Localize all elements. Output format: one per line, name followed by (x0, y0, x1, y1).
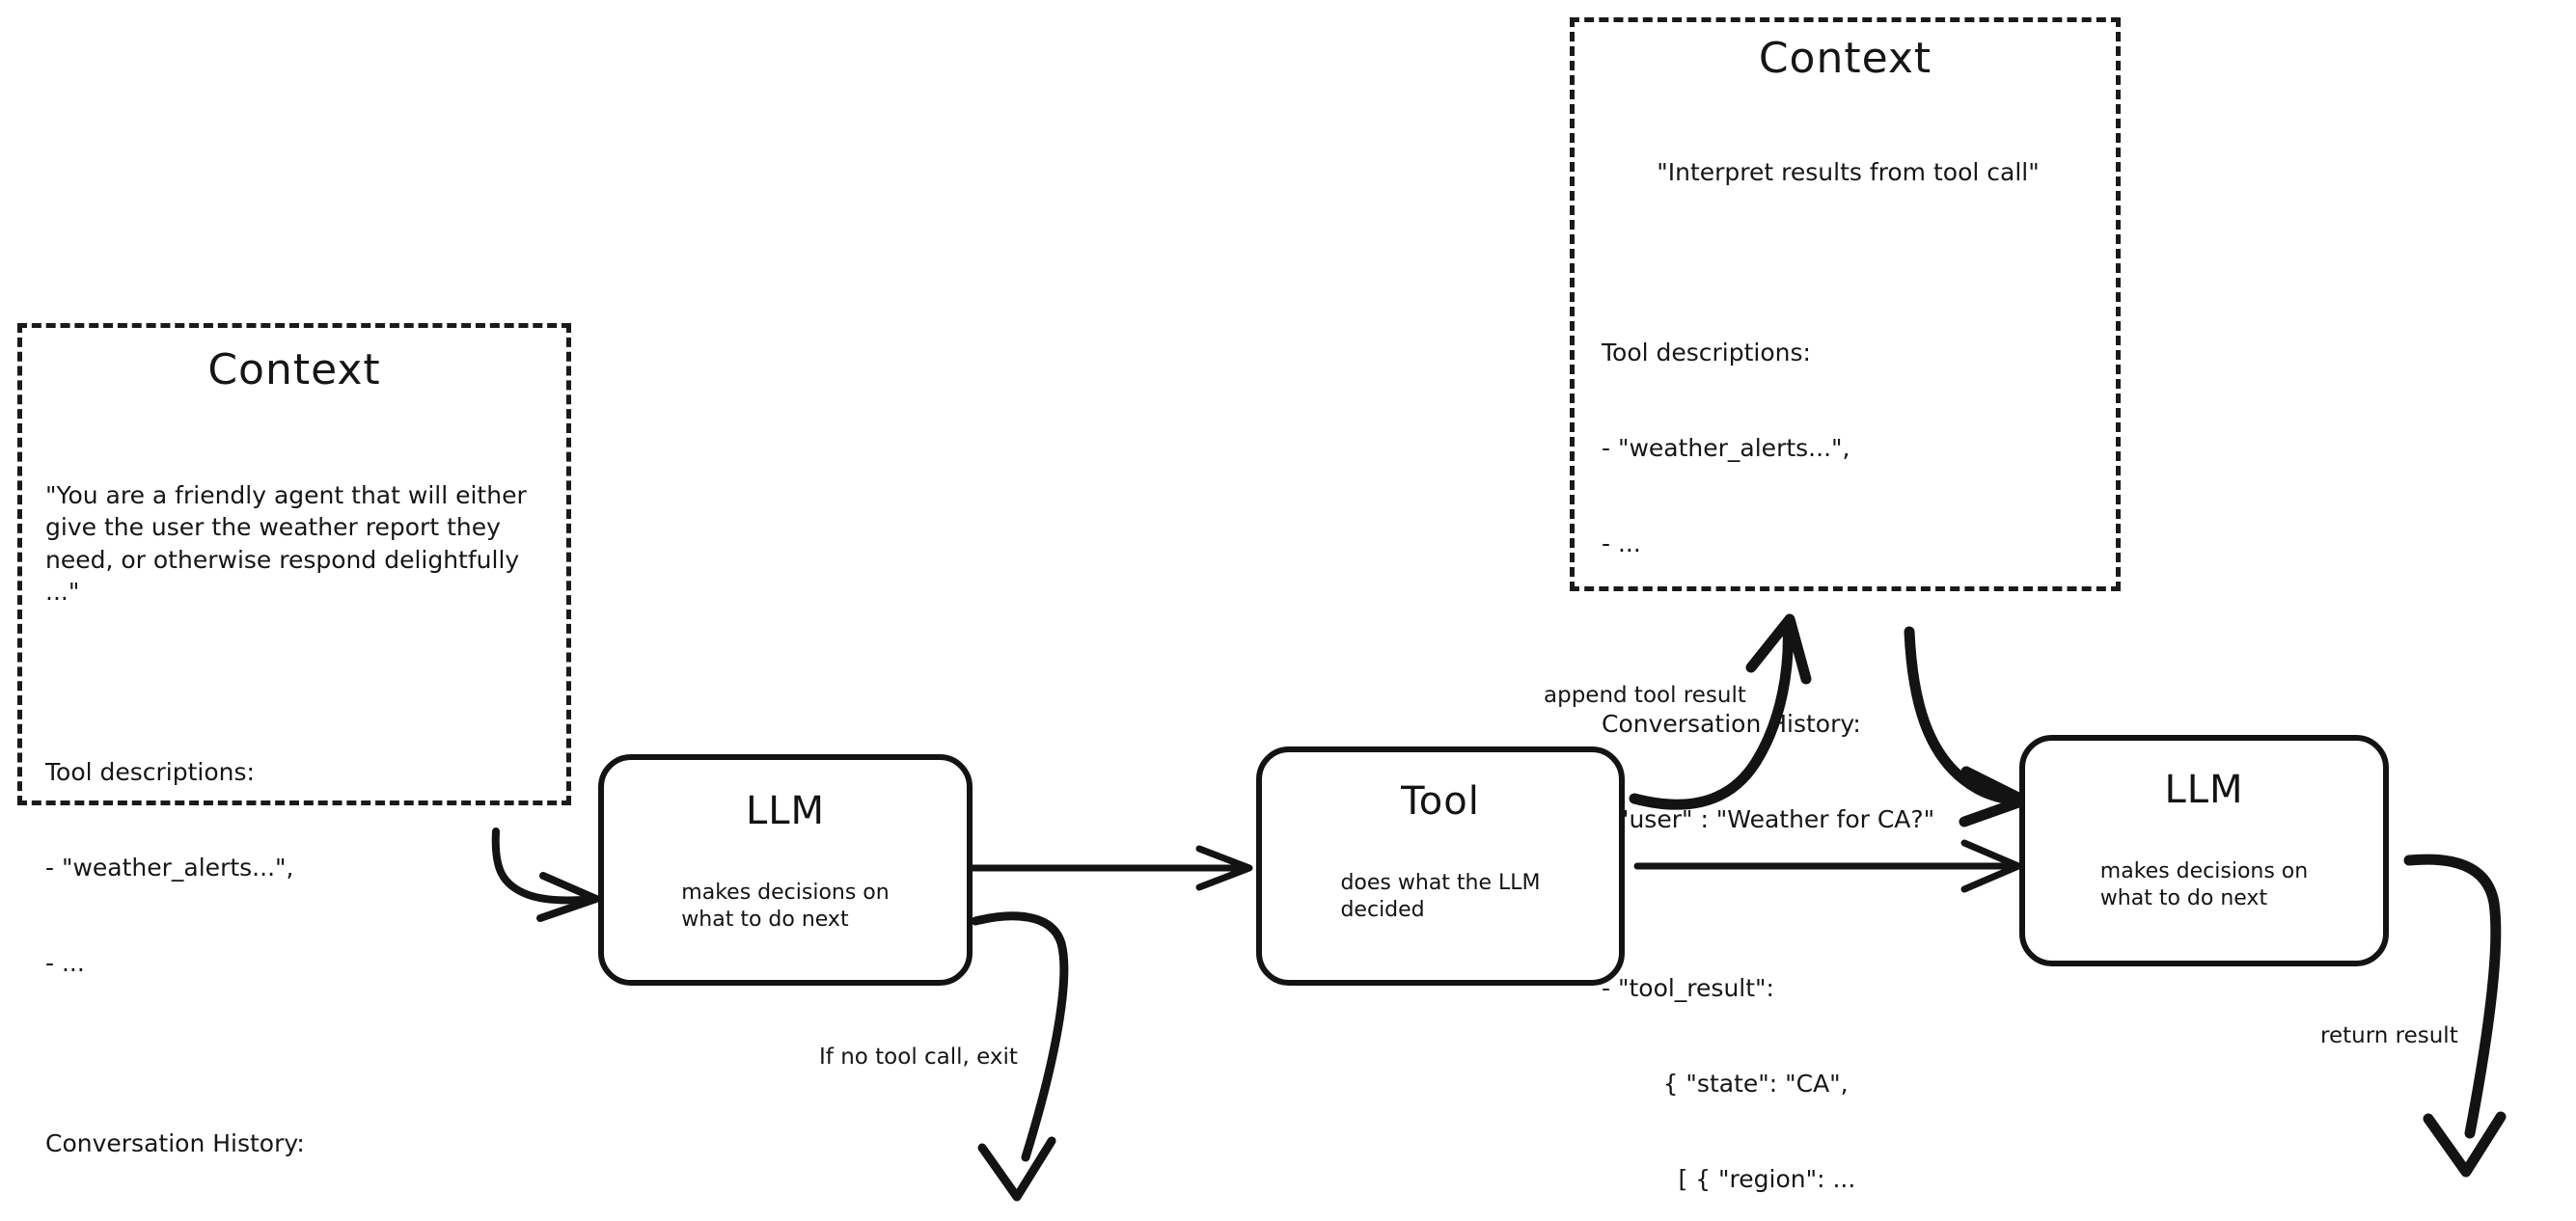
context-right-history-item: { "state": "CA", (1602, 1070, 1849, 1098)
context-right-tool-item: - ... (1602, 529, 1641, 557)
context-left-title: Context (207, 345, 381, 394)
context-right-system-prompt: "Interpret results from tool call" (1657, 158, 2040, 186)
edge-label-return-result: return result (2320, 1023, 2458, 1048)
context-left-tools-heading: Tool descriptions: (45, 758, 255, 786)
edge-label-append-tool-result: append tool result (1544, 683, 1746, 708)
context-left-history-heading: Conversation History: (45, 1129, 305, 1157)
context-right-body: "Interpret results from tool call" Tool … (1596, 93, 2095, 1221)
node-llm-2-title: LLM (2164, 768, 2244, 812)
context-left-tool-item: - "weather_alerts...", (45, 854, 294, 882)
node-tool-title: Tool (1401, 779, 1480, 824)
context-right-tools-heading: Tool descriptions: (1602, 339, 1811, 366)
context-left-body: "You are a friendly agent that will eith… (45, 416, 543, 1221)
node-tool[interactable]: Tool does what the LLM decided (1256, 746, 1625, 986)
context-right-title: Context (1758, 34, 1932, 83)
context-left-tool-item: - ... (45, 949, 85, 977)
node-llm-1-title: LLM (745, 789, 826, 833)
edge-llm1-to-tool (967, 845, 1253, 891)
node-llm-2[interactable]: LLM makes decisions on what to do next (2019, 735, 2389, 966)
edge-llm2-return (2403, 854, 2507, 1178)
node-llm-1[interactable]: LLM makes decisions on what to do next (598, 754, 973, 986)
context-right-history-heading: Conversation History: (1602, 710, 1861, 738)
context-left-system-prompt: "You are a friendly agent that will eith… (45, 481, 527, 606)
node-tool-subtitle: does what the LLM decided (1340, 871, 1541, 923)
context-box-left: Context "You are a friendly agent that w… (17, 323, 571, 1157)
node-llm-2-subtitle: makes decisions on what to do next (2099, 859, 2309, 911)
context-right-history-item: [ { "region": ... (1602, 1165, 1856, 1193)
node-llm-1-subtitle: makes decisions on what to do next (681, 881, 890, 933)
edge-label-if-no-tool-call-exit: If no tool call, exit (819, 1045, 1018, 1070)
context-right-tool-item: - "weather_alerts...", (1602, 434, 1850, 462)
context-right-history-item: - "tool_result": (1602, 974, 1774, 1002)
context-box-right: Context "Interpret results from tool cal… (1570, 17, 2121, 1193)
context-right-history-item: - "user" : "Weather for CA?" (1602, 805, 1935, 833)
